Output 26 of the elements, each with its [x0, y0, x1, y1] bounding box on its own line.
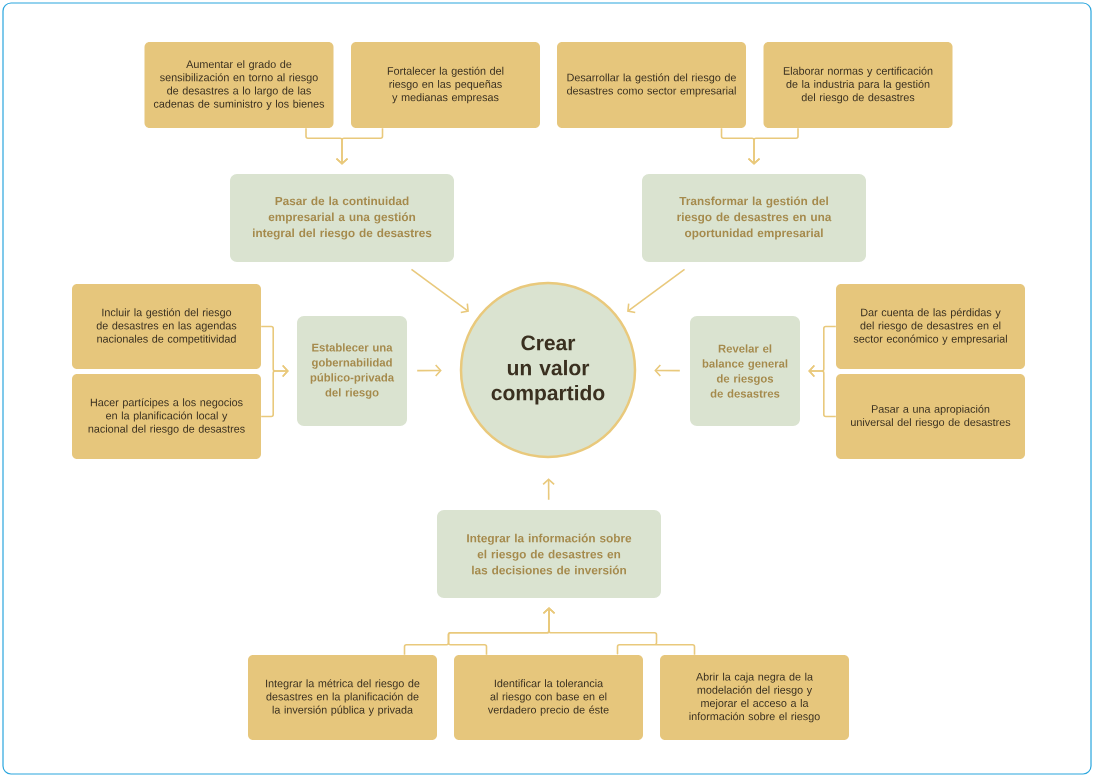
- arrow: [335, 127, 384, 165]
- arrow: [654, 364, 681, 377]
- goal-box: Establecer una gobernabilidad público-privada del riesgo: [297, 316, 407, 426]
- action-box: Identificar la tolerancia al riesgo con base en el verdadero precio de éste: [454, 655, 643, 740]
- goal-box: Transformar la gestión del riesgo de desastres en una oportunidad empresarial: [642, 174, 866, 262]
- action-box: Incluir la gestión del riesgo de desastres en las agendas nacionales de competitividad: [72, 284, 261, 369]
- goal-box: Revelar el balance general de riesgos de desastres: [690, 316, 800, 426]
- action-box: Elaborar normas y certificación de la industria para la gestión del riesgo de desastres: [763, 42, 953, 128]
- action-box: Desarrollar la gestión del riesgo de desastres como sector empresarial: [557, 42, 746, 128]
- arrow: [542, 607, 696, 656]
- action-box: Fortalecer la gestión del riesgo en las pequeñas y medianas empresas: [351, 42, 540, 128]
- arrow: [416, 364, 442, 377]
- action-box: Dar cuenta de las pérdidas y del riesgo de desastres en el sector económico y empresarial: [836, 284, 1025, 369]
- action-box: Hacer partícipes a los negocios en la planificación local y nacional del riesgo de desastres: [72, 374, 261, 459]
- goal-box: Integrar la información sobre el riesgo de desastres en las decisiones de inversión: [437, 510, 661, 598]
- action-box: Integrar la métrica del riesgo de desastres en la planificación de la inversión pública y privada: [248, 655, 437, 740]
- arrow: [410, 268, 469, 314]
- arrow: [808, 364, 837, 418]
- action-box: Pasar a una apropiación universal del riesgo de desastres: [836, 374, 1025, 459]
- arrow: [747, 127, 799, 165]
- action-box: Abrir la caja negra de la modelación del riesgo y mejorar el acceso a la información sobre el riesgo: [660, 655, 849, 740]
- goal-box: Pasar de la continuidad empresarial a una gestión integral del riesgo de desastres: [230, 174, 454, 262]
- arrow: [627, 268, 686, 314]
- arrow: [542, 478, 555, 501]
- arrow: [260, 364, 289, 418]
- action-box: Aumentar el grado de sensibilización en torno al riesgo de desastres a lo largo de las cadenas de suministro y los bienes: [144, 42, 334, 128]
